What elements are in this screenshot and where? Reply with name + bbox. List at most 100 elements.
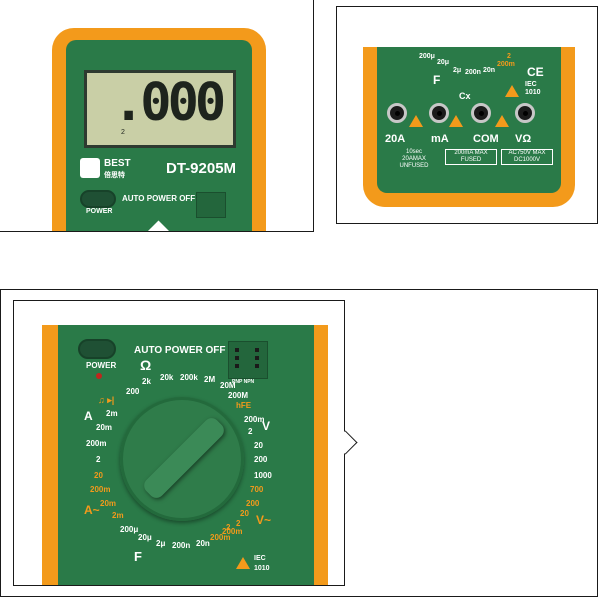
- left-range-2m-ac: 2m: [112, 511, 124, 520]
- capacitance-label: F: [134, 549, 142, 564]
- label-20a: 20A: [385, 133, 406, 145]
- transistor-socket: [196, 192, 226, 218]
- left-range-20m: 20m: [96, 423, 113, 432]
- warning-triangle-ma: [409, 115, 423, 127]
- label-ma: mA: [431, 133, 449, 145]
- a-ac-label: A~: [84, 503, 100, 517]
- diode-symbol: ♫ ▸|: [98, 395, 115, 405]
- jacks-closeup-panel: 200μ 20μ 2μ 200n 20n 2 200m F CE IEC 101…: [336, 6, 598, 224]
- left-range-20: 20: [94, 471, 103, 480]
- bottom-range-200u: 200μ: [120, 525, 139, 534]
- range-2u: 2μ: [453, 67, 462, 74]
- power-label: POWER: [86, 208, 113, 215]
- dial-closeup-panel: POWER AUTO POWER OFF Ω PNP NPN 200 2k 20…: [0, 289, 598, 597]
- left-range-20m-ac: 20m: [100, 499, 117, 508]
- note-v-line: DC1000V: [513, 157, 540, 163]
- jack-ma[interactable]: [429, 103, 449, 123]
- iec-number: 1010: [254, 565, 270, 572]
- photo-frame: POWER AUTO POWER OFF Ω PNP NPN 200 2k 20…: [13, 300, 345, 586]
- note-v-line: AC750V MAX: [508, 150, 546, 156]
- display-closeup-panel: .000 2 BEST 倍思特 DT-9205M POWER AUTO POWE…: [0, 0, 314, 232]
- note-ma-line: FUSED: [460, 157, 482, 163]
- note-20a-line: UNFUSED: [399, 163, 429, 169]
- ohm-range-20k: 20k: [160, 373, 174, 382]
- bottom-range-20u: 20μ: [138, 533, 152, 542]
- lcd-reading: .000: [113, 73, 226, 133]
- note-ma: 200mA MAX FUSED: [445, 149, 497, 165]
- power-button[interactable]: [80, 190, 116, 208]
- socket-hole: [255, 348, 259, 352]
- pnp-npn-label: PNP NPN: [232, 379, 255, 385]
- jack-vohm[interactable]: [515, 103, 535, 123]
- range-20u: 20μ: [437, 59, 450, 66]
- right-range-2: 2: [248, 427, 253, 436]
- bottom-range-200m: 200m: [210, 533, 231, 542]
- auto-power-off-label: AUTO POWER OFF: [134, 345, 226, 356]
- iec-label: IEC: [525, 81, 537, 88]
- panel-pointer: [449, 213, 474, 223]
- right-range-20: 20: [254, 441, 263, 450]
- jack-20a[interactable]: [387, 103, 407, 123]
- note-ma-line: 200mA MAX: [454, 150, 488, 156]
- a-dc-label: A: [84, 409, 93, 423]
- ohm-range-200: 200: [126, 387, 140, 396]
- range-200u: 200μ: [419, 53, 435, 60]
- ohm-range-20m: 20M: [220, 381, 236, 390]
- note-20a-line: 10sec: [405, 149, 422, 155]
- left-range-2m: 2m: [106, 409, 118, 418]
- right-range-200: 200: [254, 455, 268, 464]
- note-v: AC750V MAX DC1000V: [501, 149, 553, 165]
- right-range-20-ac: 20: [240, 509, 249, 518]
- iec-label: IEC: [254, 555, 266, 562]
- ohm-range-200k: 200k: [180, 373, 198, 382]
- right-range-200m: 200m: [244, 415, 265, 424]
- jack-com[interactable]: [471, 103, 491, 123]
- label-com: COM: [473, 133, 499, 145]
- range-200m: 200m: [497, 61, 515, 68]
- bottom-range-20n: 20n: [196, 539, 210, 548]
- socket-hole: [255, 364, 259, 368]
- model-number: DT-9205M: [166, 160, 237, 177]
- right-range-200m-ac: 200m: [222, 527, 243, 536]
- ce-mark: CE: [527, 65, 544, 79]
- v-dc-label: V: [262, 419, 271, 433]
- bottom-range-2: 2: [226, 523, 231, 532]
- ohm-range-200m: 200M: [228, 391, 249, 400]
- socket-hole: [235, 364, 239, 368]
- warning-triangle: [505, 85, 519, 97]
- socket-hole: [235, 348, 239, 352]
- ohm-range-2k: 2k: [142, 377, 151, 386]
- brand-name: BEST: [104, 158, 131, 169]
- iec-number: 1010: [525, 89, 541, 96]
- power-button[interactable]: [78, 339, 116, 359]
- note-20a-line: 20AMAX: [402, 156, 426, 162]
- right-range-2-ac: 2: [236, 519, 241, 528]
- power-led: [96, 373, 102, 379]
- label-vohm: VΩ: [515, 133, 532, 145]
- brand-logo: [80, 158, 100, 178]
- ohm-symbol: Ω: [140, 357, 152, 373]
- bottom-range-200n: 200n: [172, 541, 191, 550]
- brand-chinese: 倍思特: [104, 172, 125, 179]
- left-range-200m-ac: 200m: [90, 485, 111, 494]
- note-20a: 10sec 20AMAX UNFUSED: [391, 149, 437, 170]
- cx-label: Cx: [459, 91, 471, 101]
- right-range-1000: 1000: [254, 471, 272, 480]
- socket-hole: [255, 356, 259, 360]
- right-range-200-ac: 200: [246, 499, 260, 508]
- warning-triangle-v: [495, 115, 509, 127]
- range-20n: 20n: [483, 67, 496, 74]
- ohm-range-2m: 2M: [204, 375, 216, 384]
- warning-triangle: [236, 557, 250, 569]
- capacitance-label: F: [433, 73, 441, 87]
- lcd-display: .000 2: [84, 70, 236, 148]
- right-range-700: 700: [250, 485, 264, 494]
- hfe-label: hFE: [236, 401, 252, 410]
- power-label: POWER: [86, 361, 117, 370]
- left-range-200m: 200m: [86, 439, 107, 448]
- bottom-range-2u: 2μ: [156, 539, 166, 548]
- left-range-2: 2: [96, 455, 101, 464]
- range-2: 2: [507, 53, 511, 60]
- lcd-small-digit: 2: [121, 129, 125, 136]
- v-ac-label: V~: [256, 513, 272, 527]
